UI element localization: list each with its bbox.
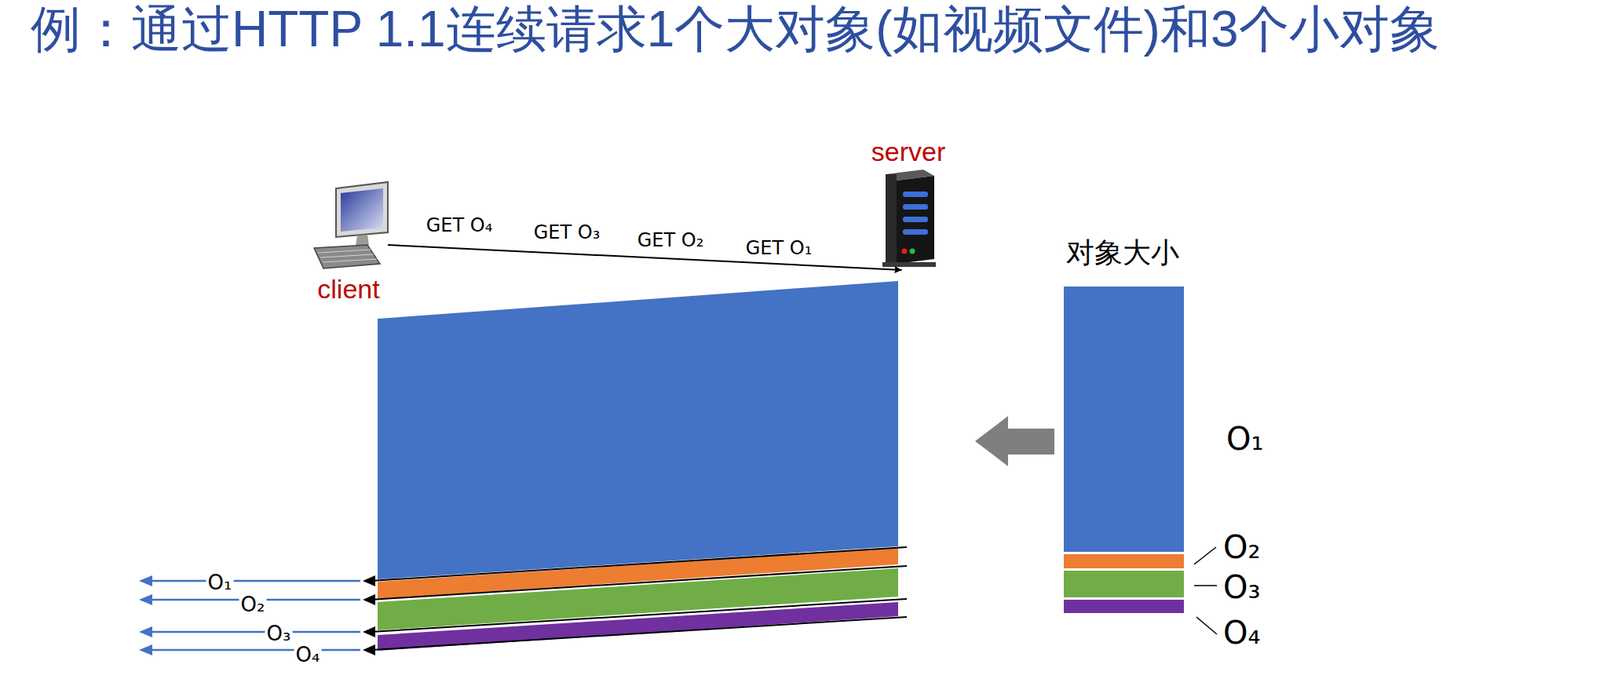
computer-icon <box>314 182 388 269</box>
object-label: O₂ <box>1223 529 1261 565</box>
arrowhead <box>138 594 153 606</box>
request-label: GET O₂ <box>637 230 705 251</box>
delivered-label: O₂ <box>239 593 267 617</box>
server-node: server <box>867 136 950 271</box>
leader-lines <box>1194 547 1217 635</box>
axis-heading: 对象大小 <box>1066 237 1180 269</box>
leader-line <box>1194 584 1217 587</box>
server-front <box>896 175 935 264</box>
monitor-frame <box>336 182 388 238</box>
object-label: O₃ <box>1223 569 1261 605</box>
node-label: client <box>317 273 380 305</box>
leader-line <box>1194 547 1217 565</box>
leader-line <box>1196 617 1217 635</box>
response-line <box>370 547 907 581</box>
status-dot <box>909 248 916 255</box>
request-label: GET O₃ <box>533 222 601 243</box>
size-bar-segment <box>1063 286 1184 552</box>
slide-title: 例：通过HTTP 1.1连续请求1个大对象(如视频文件)和3个小对象 <box>30 1 1440 57</box>
node-label: server <box>871 136 946 168</box>
large-object-band <box>377 281 899 580</box>
size-bar-segment <box>1063 554 1184 569</box>
object-label: O₁ <box>1226 421 1264 457</box>
block-arrow <box>975 416 1055 467</box>
arrowhead <box>362 644 376 656</box>
size-bar-segment <box>1063 599 1184 614</box>
arrowhead <box>138 626 153 638</box>
size-bar-segment <box>1063 570 1184 598</box>
delivery-line <box>149 649 361 652</box>
drive-light <box>902 191 928 198</box>
response-line <box>370 617 907 651</box>
delivery-line <box>149 580 361 583</box>
response-line <box>370 566 907 600</box>
server-side <box>885 174 897 263</box>
keyboard-keys <box>317 249 377 263</box>
object-label: O₄ <box>1223 615 1261 651</box>
request-label: GET O₁ <box>745 237 813 259</box>
delivered-label: O₄ <box>294 643 322 667</box>
arrowhead <box>362 626 376 638</box>
monitor-stand <box>355 234 369 246</box>
delivery-arrowheads <box>138 575 153 656</box>
drive-light <box>902 204 928 210</box>
drive-light <box>902 229 928 235</box>
delivery-arrows <box>149 580 361 651</box>
monitor-screen <box>340 188 384 232</box>
request-label: GET O₄ <box>426 215 494 236</box>
arrowhead <box>362 594 376 606</box>
arrowhead <box>138 644 153 656</box>
keyboard <box>314 244 380 269</box>
response-arrowheads <box>362 575 376 656</box>
status-dot <box>902 248 908 255</box>
server-base <box>882 262 936 267</box>
drive-light <box>902 216 928 223</box>
response-line <box>370 599 907 632</box>
server-icon <box>882 169 936 267</box>
delivered-label: O₃ <box>265 622 293 646</box>
response-lines <box>370 547 907 651</box>
arrowhead <box>138 575 153 587</box>
delivery-line <box>149 631 361 634</box>
arrowhead <box>362 575 376 587</box>
client-node: client <box>309 178 388 305</box>
delivered-label: O₁ <box>206 571 234 595</box>
